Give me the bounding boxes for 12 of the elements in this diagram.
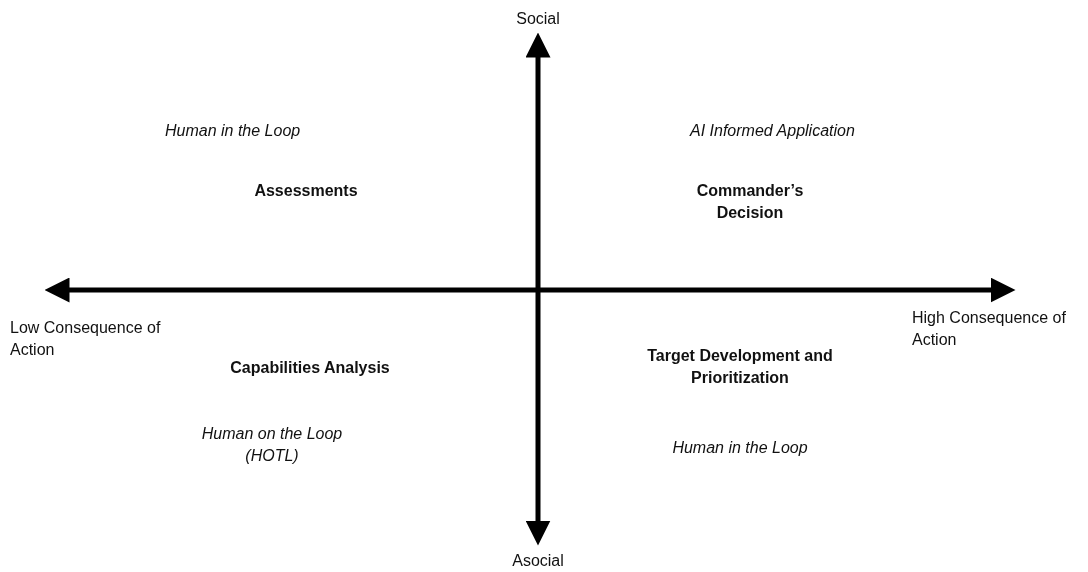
- quadrant-label: Capabilities Analysis: [230, 358, 390, 378]
- axis-label: Asocial: [512, 551, 564, 571]
- quadrant-note: Human on the Loop (HOTL): [200, 424, 344, 466]
- quadrant-label: Target Development and Prioritization: [646, 346, 834, 388]
- axis-label: High Consequence of Action: [912, 308, 1067, 350]
- quadrant-label: Assessments: [254, 181, 358, 201]
- quadrant-note: Human in the Loop: [165, 121, 301, 141]
- quadrant-note: Human in the Loop: [672, 438, 808, 458]
- axis-label: Low Consequence of Action: [10, 318, 162, 360]
- axis-label: Social: [516, 9, 560, 29]
- quadrant-label: Commander’s Decision: [695, 181, 805, 223]
- quadrant-note: AI Informed Application: [690, 121, 855, 141]
